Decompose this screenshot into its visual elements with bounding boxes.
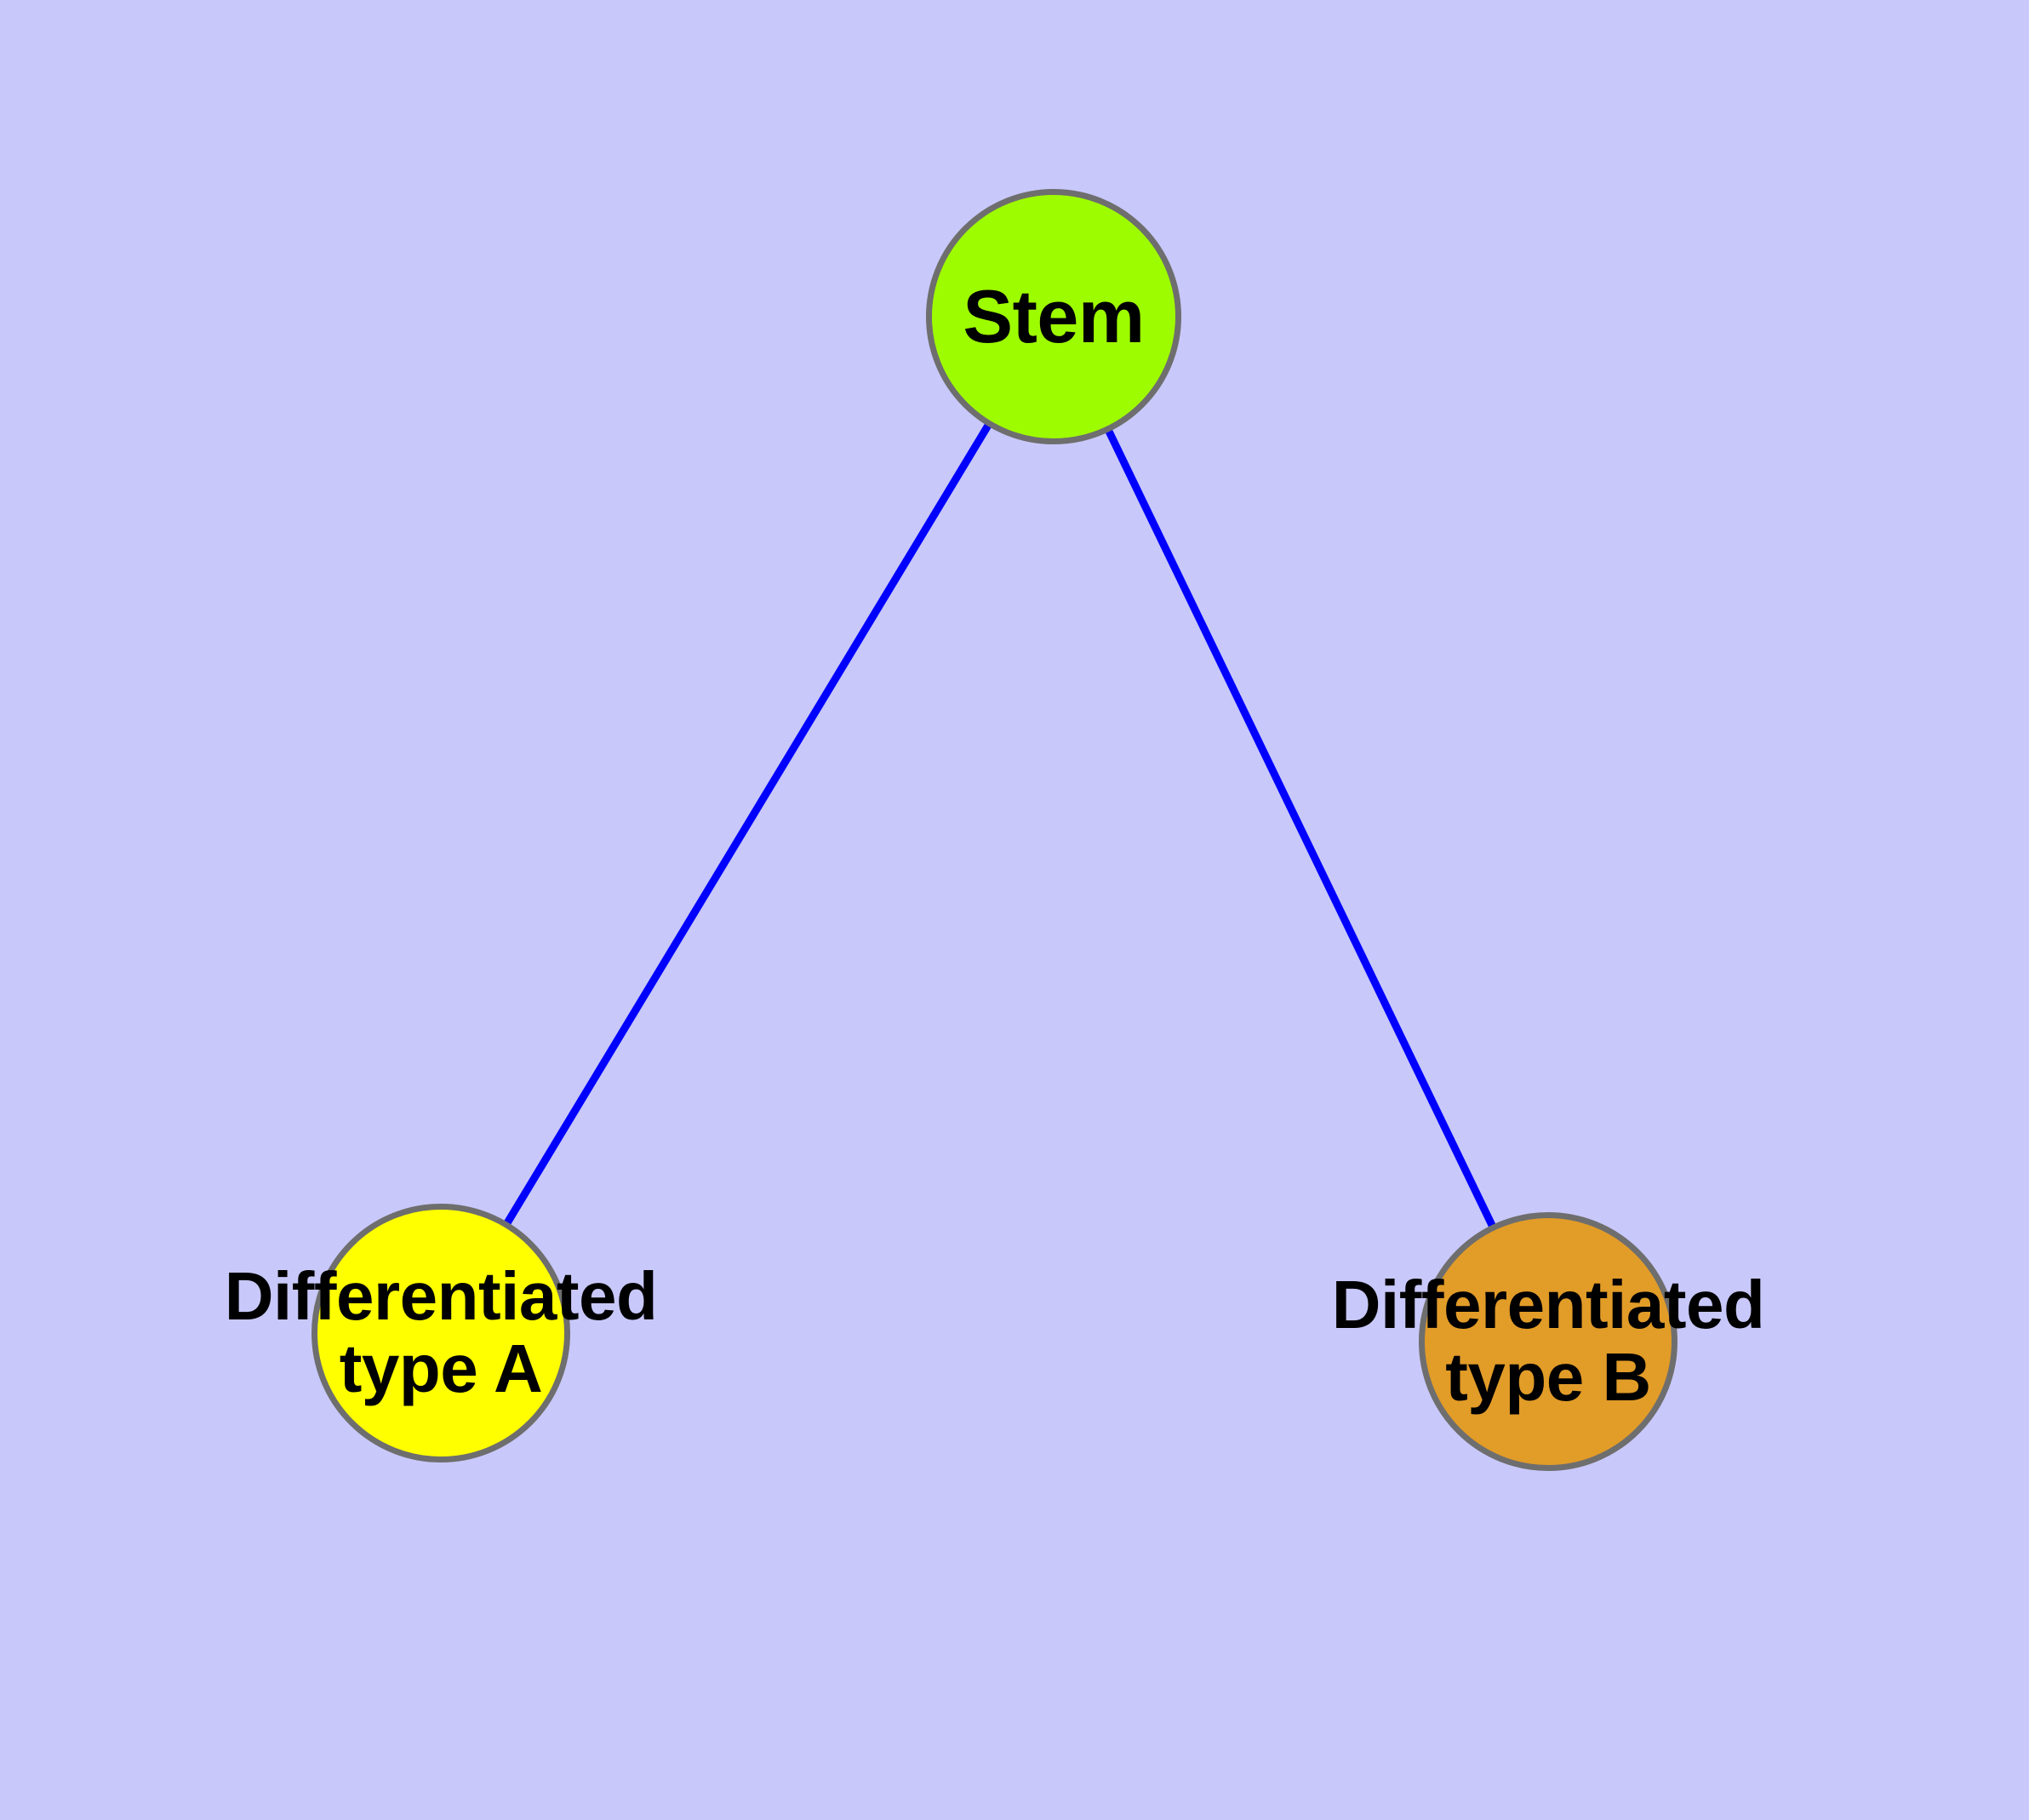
node-differentiated-type-a-label-line1: Differentiated: [224, 1258, 658, 1335]
node-stem-label: Stem: [963, 274, 1145, 359]
node-differentiated-type-b-circle: [1419, 1212, 1677, 1471]
node-differentiated-type-b-label-line1: Differentiated: [1331, 1267, 1765, 1343]
node-differentiated-type-b[interactable]: Differentiated type B: [1332, 1212, 1765, 1471]
node-differentiated-type-b-label-line2: type B: [1445, 1339, 1651, 1415]
node-stem-circle: [926, 189, 1181, 444]
edge-stem-to-differentiated-type-a: [437, 314, 1057, 1336]
node-differentiated-type-a-label: Differentiated type A: [224, 1258, 658, 1406]
edge-stem-to-differentiated-type-b: [1049, 315, 1552, 1343]
node-differentiated-type-a-label-line2: type A: [339, 1331, 543, 1406]
node-stem[interactable]: Stem: [926, 189, 1181, 444]
node-differentiated-type-a-circle: [311, 1204, 570, 1462]
node-differentiated-type-b-label: Differentiated type B: [1331, 1267, 1765, 1415]
node-differentiated-type-a[interactable]: Differentiated type A: [225, 1204, 658, 1462]
